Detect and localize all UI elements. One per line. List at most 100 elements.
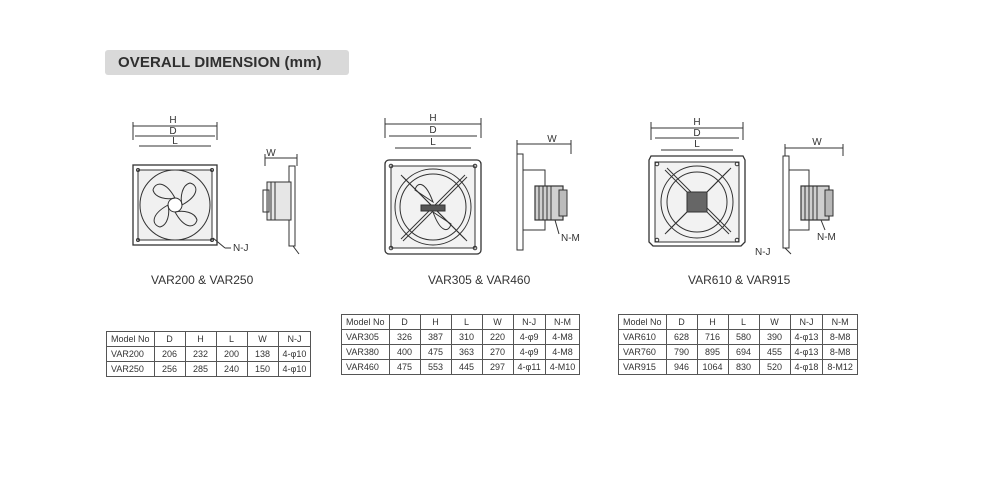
table-row: VAR915 946 1064 830 520 4-φ18 8-M12 — [618, 359, 858, 375]
column-header: L — [450, 314, 483, 330]
table-cell: 4-φ10 — [277, 361, 312, 377]
dim-label-w: W — [547, 134, 557, 145]
table-cell: 580 — [727, 329, 760, 345]
table-row: VAR460 475 553 445 297 4-φ11 4-M10 — [341, 359, 581, 375]
table-cell: 4-φ9 — [512, 329, 546, 345]
table-cell: 475 — [388, 359, 421, 375]
column-header: N-J — [789, 314, 824, 330]
table-cell: 285 — [184, 361, 217, 377]
table-cell: 520 — [758, 359, 791, 375]
table-cell: VAR460 — [341, 359, 390, 375]
dim-label-nm: N-M — [561, 233, 580, 244]
table-cell: 445 — [450, 359, 483, 375]
column-header: L — [727, 314, 760, 330]
dim-label-d: D — [169, 126, 176, 137]
table-row: VAR305 326 387 310 220 4-φ9 4-M8 — [341, 329, 581, 345]
table-cell: 4-M10 — [544, 359, 581, 375]
table-cell: 297 — [481, 359, 514, 375]
table-cell: 150 — [246, 361, 279, 377]
table-header-row: Model No D H L W N-J N-M — [341, 314, 581, 330]
table-cell: 694 — [727, 344, 760, 360]
table-cell: VAR250 — [106, 361, 155, 377]
dim-label-nj: N-J — [233, 243, 249, 254]
table-cell: 387 — [419, 329, 452, 345]
table-cell: 830 — [727, 359, 760, 375]
table-cell: 8-M12 — [822, 359, 858, 375]
table-cell: 4-φ13 — [789, 329, 824, 345]
fan-drawing-var610-var915: H D L W N-M N-J — [648, 117, 844, 258]
dim-label-nj: N-J — [755, 247, 771, 258]
table-cell: 200 — [215, 346, 248, 362]
dim-label-w: W — [812, 137, 822, 148]
column-header: N-J — [512, 314, 546, 330]
table-cell: VAR760 — [618, 344, 667, 360]
table-cell: 326 — [388, 329, 421, 345]
fan-drawing-var200-var250: H D L W N-J — [132, 115, 300, 255]
spec-table-var610-var915: Model No D H L W N-J N-M VAR610 628 716 … — [618, 314, 858, 375]
column-header: W — [758, 314, 791, 330]
dim-label-d: D — [429, 125, 436, 136]
table-cell: VAR610 — [618, 329, 667, 345]
table-cell: 220 — [481, 329, 514, 345]
dim-label-h: H — [169, 115, 176, 126]
spec-table-var305-var460: Model No D H L W N-J N-M VAR305 326 387 … — [341, 314, 581, 375]
section-title: OVERALL DIMENSION (mm) — [118, 54, 322, 71]
dim-label-h: H — [693, 117, 700, 128]
column-header: N-M — [822, 314, 858, 330]
table-cell: 553 — [419, 359, 452, 375]
table-cell: 232 — [184, 346, 217, 362]
column-header: W — [481, 314, 514, 330]
column-header: H — [696, 314, 729, 330]
caption-var305-var460: VAR305 & VAR460 — [428, 273, 531, 287]
table-cell: VAR380 — [341, 344, 390, 360]
table-cell: 256 — [153, 361, 186, 377]
spec-table-var200-var250: Model No D H L W N-J VAR200 206 232 200 … — [106, 331, 312, 377]
table-cell: 310 — [450, 329, 483, 345]
dim-label-l: L — [172, 136, 178, 147]
table-row: VAR760 790 895 694 455 4-φ13 8-M8 — [618, 344, 858, 360]
table-cell: 716 — [696, 329, 729, 345]
column-header: D — [665, 314, 698, 330]
column-header: Model No — [341, 314, 390, 330]
table-cell: VAR200 — [106, 346, 155, 362]
column-header: D — [388, 314, 421, 330]
table-cell: 4-M8 — [544, 344, 581, 360]
dim-label-d: D — [693, 128, 700, 139]
fan-drawing-var305-var460: H D L W N-M — [384, 113, 580, 255]
table-row: VAR380 400 475 363 270 4-φ9 4-M8 — [341, 344, 581, 360]
table-cell: 8-M8 — [822, 344, 858, 360]
table-cell: VAR305 — [341, 329, 390, 345]
table-row: VAR610 628 716 580 390 4-φ13 8-M8 — [618, 329, 858, 345]
table-cell: 4-M8 — [544, 329, 581, 345]
table-cell: 4-φ10 — [277, 346, 312, 362]
table-header-row: Model No D H L W N-J — [106, 331, 312, 347]
table-cell: 895 — [696, 344, 729, 360]
caption-var610-var915: VAR610 & VAR915 — [688, 273, 791, 287]
table-cell: 455 — [758, 344, 791, 360]
column-header: Model No — [106, 331, 155, 347]
column-header: N-M — [544, 314, 581, 330]
table-cell: 1064 — [696, 359, 729, 375]
column-header: N-J — [277, 331, 312, 347]
caption-var200-var250: VAR200 & VAR250 — [151, 273, 254, 287]
table-cell: VAR915 — [618, 359, 667, 375]
table-cell: 363 — [450, 344, 483, 360]
table-cell: 790 — [665, 344, 698, 360]
table-cell: 8-M8 — [822, 329, 858, 345]
table-cell: 4-φ13 — [789, 344, 824, 360]
table-cell: 138 — [246, 346, 279, 362]
dim-label-nm: N-M — [817, 232, 836, 243]
table-cell: 4-φ11 — [512, 359, 546, 375]
table-cell: 400 — [388, 344, 421, 360]
column-header: W — [246, 331, 279, 347]
table-cell: 4-φ18 — [789, 359, 824, 375]
section-title-background — [105, 50, 349, 75]
table-cell: 390 — [758, 329, 791, 345]
column-header: H — [184, 331, 217, 347]
column-header: L — [215, 331, 248, 347]
column-header: D — [153, 331, 186, 347]
table-cell: 946 — [665, 359, 698, 375]
table-cell: 4-φ9 — [512, 344, 546, 360]
table-cell: 475 — [419, 344, 452, 360]
table-cell: 240 — [215, 361, 248, 377]
